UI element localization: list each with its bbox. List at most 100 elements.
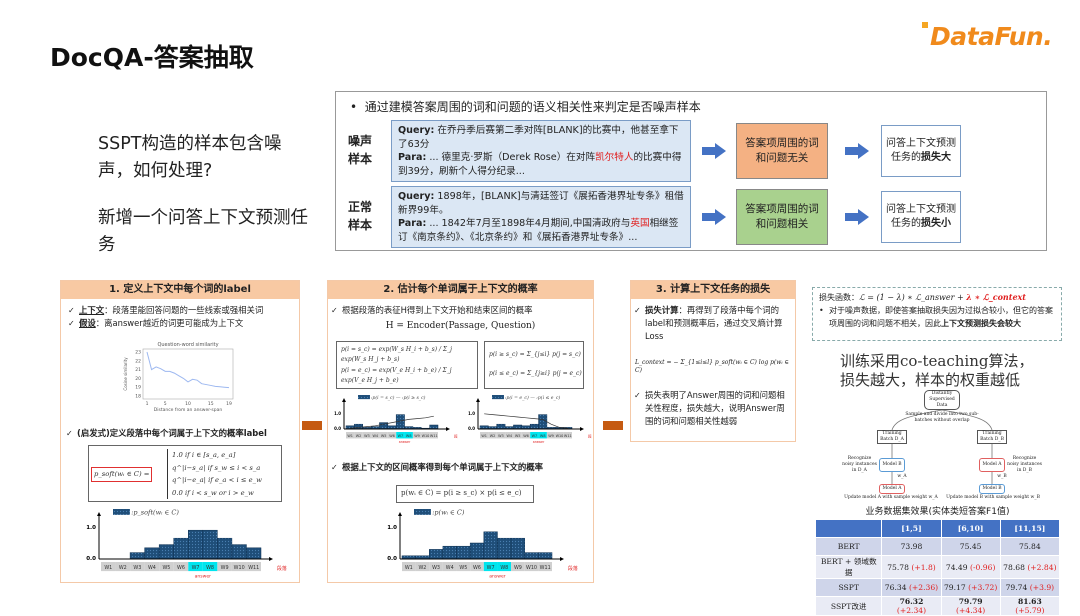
update-label: Update model B with sample weight w_B [946, 495, 1040, 500]
model-b-node: Model B [979, 484, 1005, 494]
legend-label: :p_soft(wᵢ ∈ C) [131, 509, 179, 517]
cell-value: 79.74 [1005, 583, 1028, 592]
x-tick-label: W2 [356, 434, 362, 438]
table-cell: 75.78 (+1.8) [881, 555, 942, 579]
word-cell [456, 562, 471, 572]
panel-estimate-prob: 2. 估计每个单词属于上下文的概率 根据段落的表征H得到上下文开始和结束区间的概… [327, 280, 594, 583]
y-tick-label: 1.0 [86, 525, 96, 531]
weight-label: w_A [897, 474, 907, 479]
cell-value: 79.79 [958, 597, 983, 606]
bar-W7 [483, 531, 498, 560]
cell-delta: (+1.8) [911, 562, 936, 572]
x-tick-label: W9 [548, 434, 554, 438]
start-end-formula: p(i = s_c) = exp(W_s H_i + b_s) / Σ_j ex… [336, 341, 478, 389]
model-a-node: Model A [879, 484, 905, 494]
cell-value: 79.17 [943, 583, 966, 592]
data-node: Distantly Supervised Data [924, 390, 960, 410]
table-cell: 75.45 [940, 537, 1001, 556]
word-cell [429, 562, 443, 572]
bar-W3 [129, 552, 145, 560]
arrow-right-icon [702, 143, 726, 159]
legend-swatch [358, 395, 370, 400]
word-cell [396, 432, 405, 439]
row-name: SSPT [814, 578, 883, 597]
x-tick-label: W1 [104, 565, 112, 571]
word-cell [101, 562, 116, 572]
x-tick-label: W3 [498, 434, 504, 438]
bar-W8 [497, 537, 512, 560]
word-cell [511, 562, 525, 572]
table-caption: 业务数据集效果(实体类短答案F1值) [865, 507, 1010, 517]
top-bullet: • 通过建模答案周围的词和问题的语义相关性来判定是否噪声样本 [350, 100, 701, 114]
panel-header: 1. 定义上下文中每个词的label [61, 281, 299, 299]
y-tick-label: 22 [135, 358, 141, 364]
word-cell [371, 432, 380, 439]
word-cell [496, 432, 506, 439]
word-cell [497, 562, 512, 572]
weight-label: w_B [997, 474, 1007, 479]
cell-delta: (+3.72) [968, 583, 998, 592]
bar-W7 [529, 423, 539, 430]
x-tick-label: W6 [177, 565, 185, 571]
x-tick-label: W11 [248, 565, 259, 571]
estimate-desc: 根据段落的表征H得到上下文开始和结束区间的概率 [328, 304, 593, 317]
x-tick-label: W7 [487, 565, 495, 571]
answer-label: answer [533, 440, 545, 444]
x-tick-label: W10 [526, 565, 537, 571]
answer-label: answer [195, 573, 212, 579]
loss-formula: L_context = − Σ_{1≤i≤l} p_soft(wᵢ ∈ C) l… [635, 359, 789, 374]
x-tick-label: W9 [514, 565, 522, 571]
arrow-right-icon [702, 209, 726, 225]
soft-label-formula: p_soft(wᵢ ∈ C) = 1.0 if i ∈ [s_a, e_a]q^… [88, 445, 282, 502]
y-tick-label: 0.0 [334, 426, 341, 431]
cell-value: 76.32 [899, 597, 924, 606]
word-cell [442, 562, 457, 572]
y-tick-label: 0.0 [86, 556, 96, 562]
x-tick-label: W4 [506, 434, 512, 438]
update-label: Update model A with sample weight w_A [844, 495, 938, 500]
bar-W11 [538, 552, 553, 560]
word-cell [563, 432, 572, 439]
table-cell: 79.17 (+3.72) [940, 578, 1001, 597]
coteaching-diagram: Distantly Supervised Data Sample and div… [842, 390, 1042, 502]
word-cell [480, 432, 489, 439]
heuristic-label: (启发式)定义段落中每个词属于上下文的概率label [63, 427, 267, 440]
legend-label: :p(wᵢ ∈ C) [432, 509, 465, 517]
bar-W11 [429, 424, 439, 430]
loss-result-box: 问答上下文预测任务的损失大 [881, 125, 961, 177]
noise-detection-box: • 通过建模答案周围的词和问题的语义相关性来判定是否噪声样本 噪声样本 Quer… [335, 91, 1047, 251]
bar-W6 [469, 542, 485, 560]
cell-delta: (+2.36) [908, 583, 939, 592]
x-tick-label: W3 [133, 565, 141, 571]
y-tick-label: 18 [135, 394, 141, 400]
passage-label: 段落 [588, 434, 592, 439]
bar-W7 [188, 529, 204, 560]
table-cell: 81.63 (+5.79) [999, 596, 1061, 616]
y-tick-label: 0.0 [468, 426, 475, 431]
x-tick-label: 15 [208, 401, 214, 407]
word-cell [513, 432, 522, 439]
bar-W3 [429, 549, 444, 560]
word-cell [470, 562, 484, 572]
chart-title: Question-word similarity [157, 342, 218, 348]
cumulative-formula: p(i ≥ s_c) = Σ_{j≤i} p(j = s_c)p(i ≤ e_c… [484, 341, 584, 389]
panel-header: 2. 估计每个单词属于上下文的概率 [328, 281, 593, 299]
x-tick-label: W6 [473, 565, 481, 571]
recognize-label: Recognize noisy instances in D_A [842, 456, 877, 473]
coteaching-title: 训练采用co-teaching算法，损失越大，样本的权重越低 [840, 352, 1034, 389]
x-tick-label: W8 [206, 565, 214, 571]
similarity-line [146, 351, 230, 389]
word-cell [130, 562, 145, 572]
plot-frame [142, 348, 234, 400]
sample-type-label: 噪声样本 [348, 134, 373, 166]
word-cell [354, 432, 363, 439]
bar-W5 [456, 545, 471, 560]
word-cell [404, 432, 413, 439]
bar-W5 [513, 424, 523, 430]
x-tick-label: W4 [148, 565, 156, 571]
table-header-cell: [6,10] [940, 519, 1001, 538]
x-tick-label: 1 [146, 401, 149, 407]
cumulative-line [350, 415, 434, 429]
word-cell [505, 432, 514, 439]
